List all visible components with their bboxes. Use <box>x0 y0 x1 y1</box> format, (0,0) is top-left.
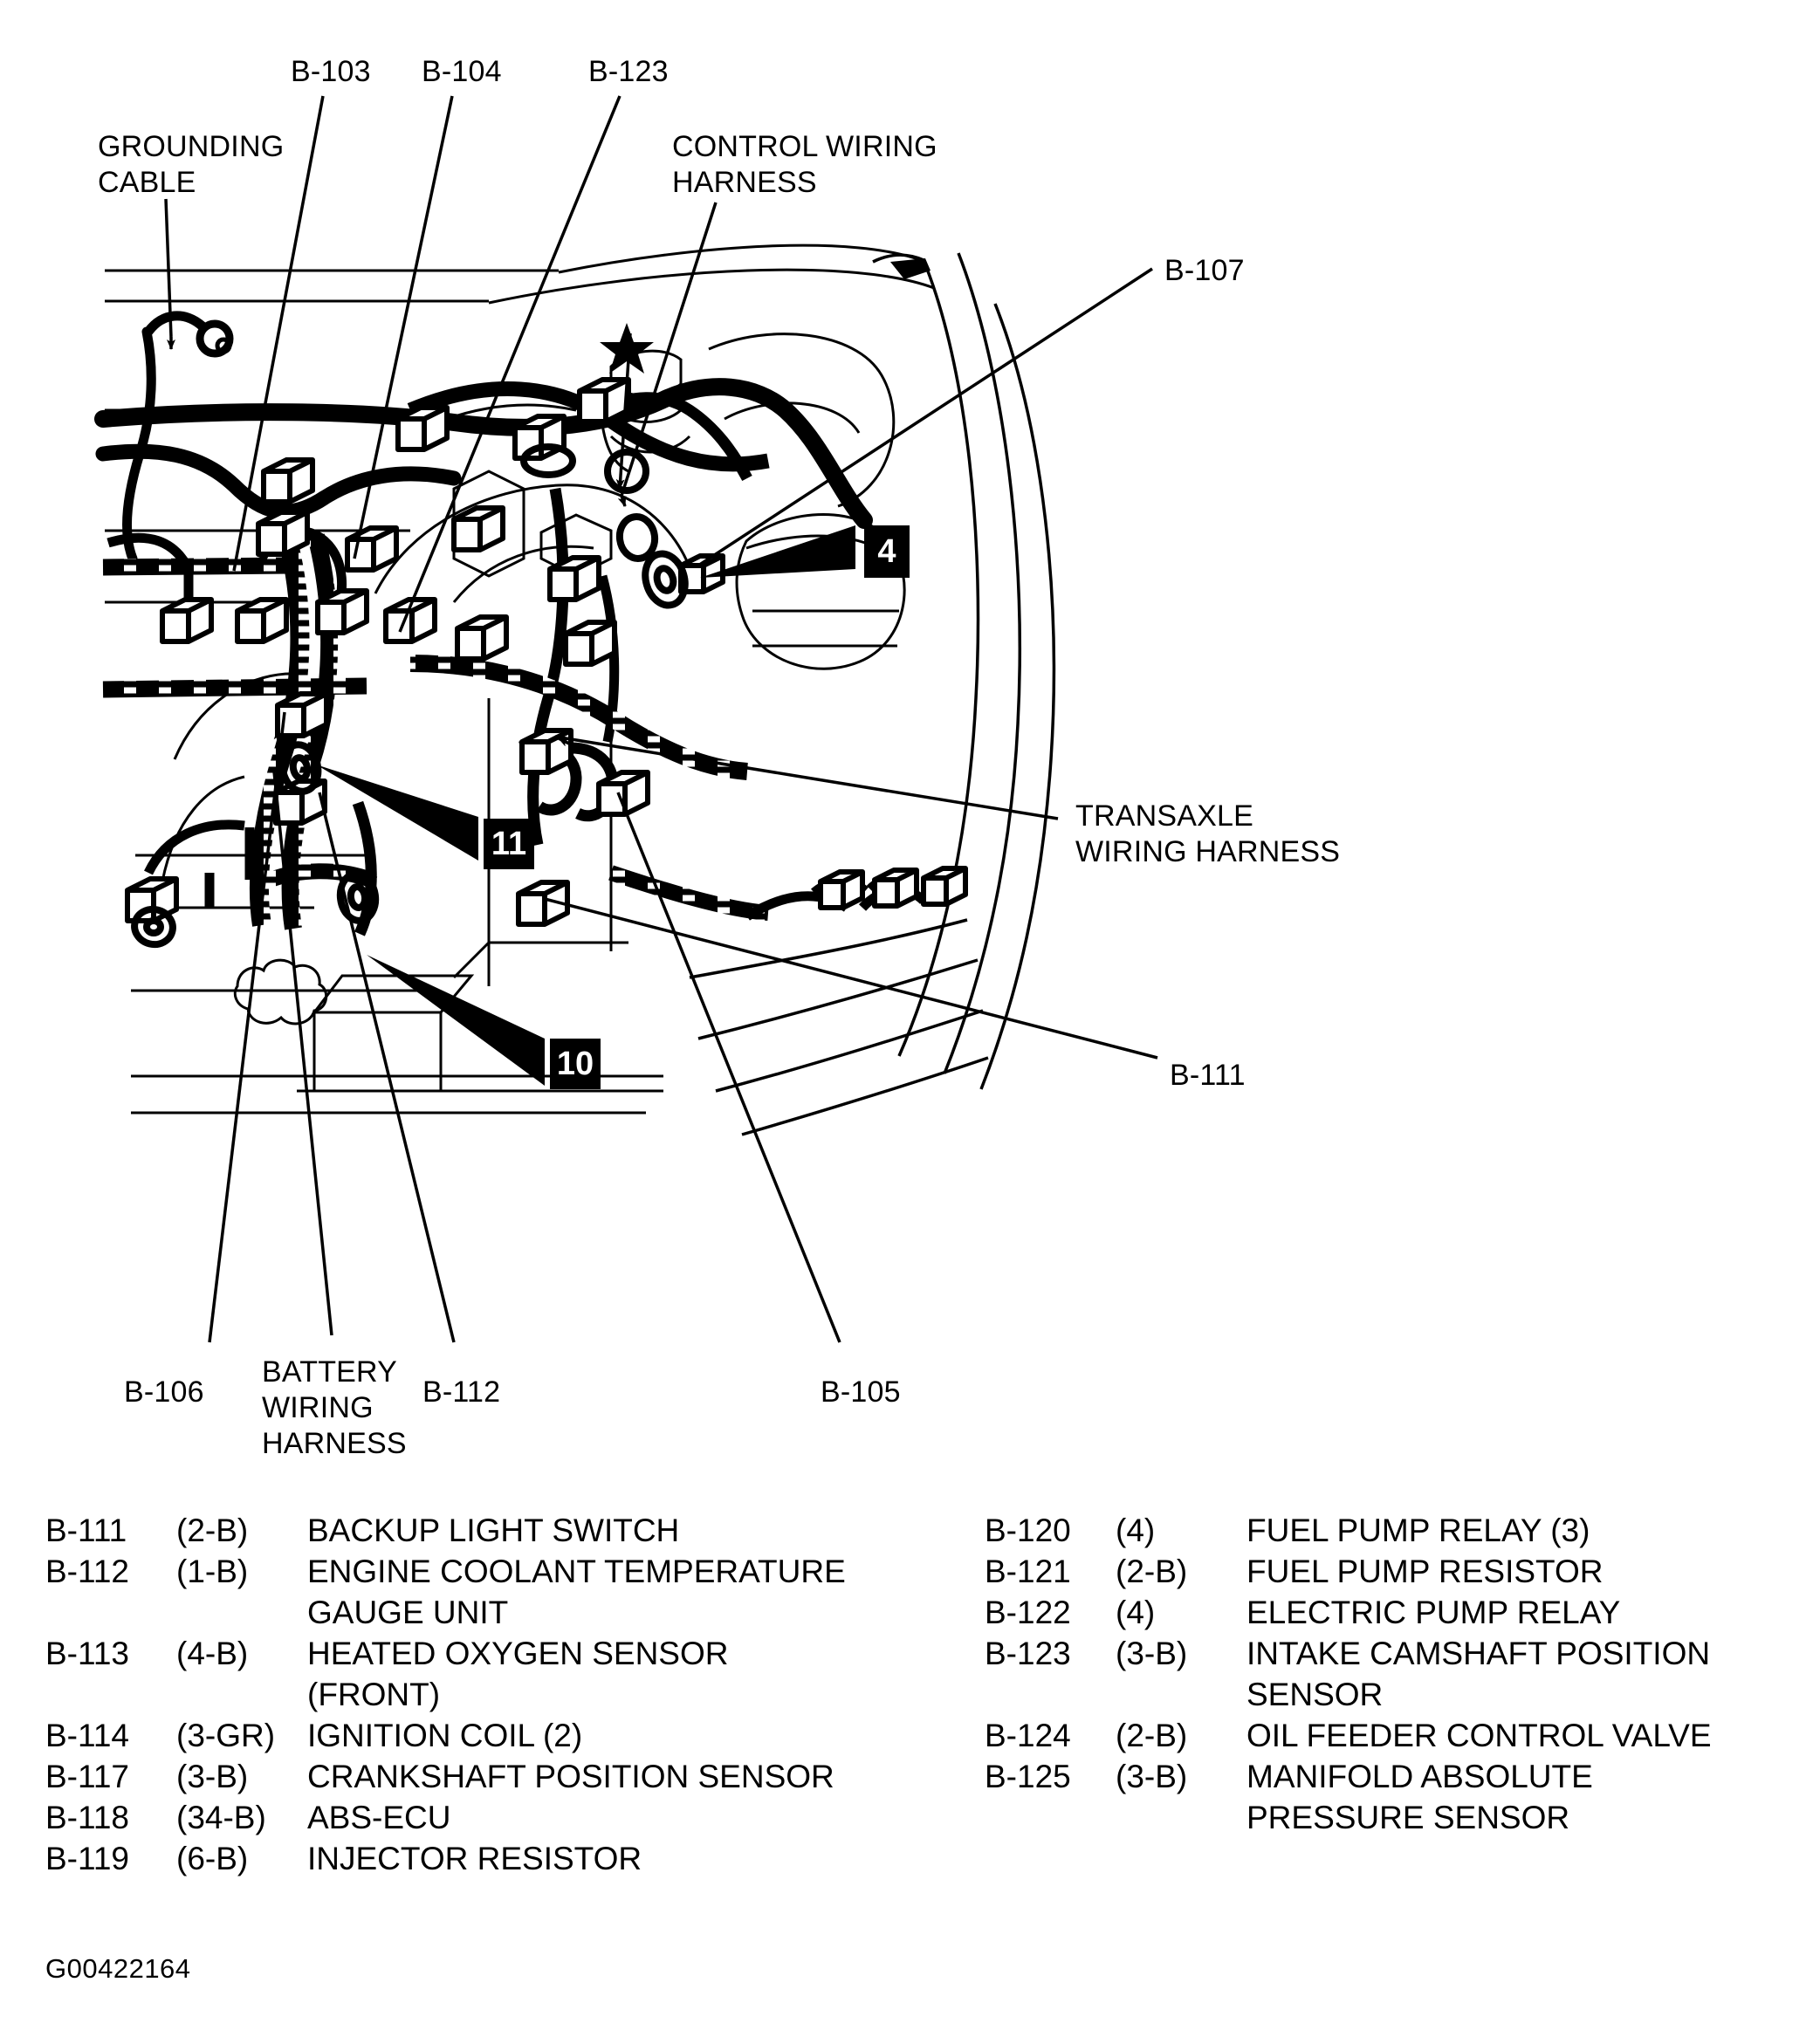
legend-connector-id: B-122 <box>985 1595 1071 1630</box>
legend-description: BACKUP LIGHT SWITCH <box>307 1512 680 1548</box>
label-b-105: B-105 <box>821 1375 901 1409</box>
legend-connector-id: B-121 <box>985 1554 1071 1589</box>
legend-connector-id: B-118 <box>45 1800 129 1835</box>
legend-left-column: B-111 (2-B) BACKUP LIGHT SWITCH B-112 (1… <box>45 1510 901 1879</box>
legend-connector-id: B-123 <box>985 1636 1071 1671</box>
legend-pin-count: (3-B) <box>1116 1636 1188 1671</box>
legend-row: B-114 (3-GR) IGNITION COIL (2) <box>45 1715 901 1756</box>
legend-pin-count: (1-B) <box>176 1554 249 1589</box>
engine-compartment-diagram: GROUNDING CABLE B-103 B-104 B-123 CONTRO… <box>94 55 1341 1460</box>
legend-row-continuation: GAUGE UNIT <box>45 1592 901 1633</box>
legend-pin-count: (2-B) <box>176 1512 249 1548</box>
legend-connector-id: B-124 <box>985 1718 1071 1753</box>
connector-legend: B-111 (2-B) BACKUP LIGHT SWITCH B-112 (1… <box>0 1510 1813 1999</box>
legend-pin-count: (2-B) <box>1116 1718 1188 1753</box>
legend-pin-count: (6-B) <box>176 1841 249 1876</box>
label-grounding-cable: GROUNDING CABLE <box>98 130 285 199</box>
legend-description: INJECTOR RESISTOR <box>307 1841 642 1876</box>
legend-row: B-123 (3-B) INTAKE CAMSHAFT POSITION <box>985 1633 1805 1674</box>
body-panel-outlines <box>105 243 935 1115</box>
label-transaxle-wiring-harness: TRANSAXLE WIRING HARNESS <box>1075 799 1341 868</box>
figure-code: G00422164 <box>45 1953 191 1984</box>
legend-connector-id: B-125 <box>985 1759 1071 1794</box>
legend-description: FUEL PUMP RELAY (3) <box>1246 1512 1590 1548</box>
legend-description: ABS-ECU <box>307 1800 451 1835</box>
label-b-107: B-107 <box>1164 254 1245 287</box>
legend-description-continued: GAUGE UNIT <box>307 1595 509 1630</box>
legend-pin-count: (34-B) <box>176 1800 266 1835</box>
legend-description: MANIFOLD ABSOLUTE <box>1246 1759 1593 1794</box>
label-b-103: B-103 <box>291 55 371 88</box>
legend-pin-count: (3-B) <box>1116 1759 1188 1794</box>
legend-pin-count: (3-GR) <box>176 1718 276 1753</box>
wedge-11 <box>316 765 478 861</box>
diagram-illustration <box>94 95 1158 1343</box>
legend-description: HEATED OXYGEN SENSOR <box>307 1636 729 1671</box>
harness-connectors <box>125 377 968 927</box>
label-b-112: B-112 <box>422 1375 501 1409</box>
legend-row: B-112 (1-B) ENGINE COOLANT TEMPERATURE <box>45 1551 901 1592</box>
section-marker-11[interactable]: 11 <box>484 819 534 869</box>
legend-description: OIL FEEDER CONTROL VALVE <box>1246 1718 1712 1753</box>
ring-terminals <box>131 443 689 949</box>
legend-row-continuation: (FRONT) <box>45 1674 901 1715</box>
legend-row: B-121 (2-B) FUEL PUMP RESISTOR <box>985 1551 1805 1592</box>
legend-description-continued: PRESSURE SENSOR <box>1246 1800 1570 1835</box>
legend-row-continuation: PRESSURE SENSOR <box>985 1797 1805 1838</box>
label-b-106: B-106 <box>124 1375 204 1409</box>
legend-row: B-120 (4) FUEL PUMP RELAY (3) <box>985 1510 1805 1551</box>
legend-right-column: B-120 (4) FUEL PUMP RELAY (3) B-121 (2-B… <box>985 1510 1805 1838</box>
legend-pin-count: (2-B) <box>1116 1554 1188 1589</box>
legend-connector-id: B-112 <box>45 1554 129 1589</box>
fender-wheelarch-outline <box>689 252 1056 1136</box>
legend-description: IGNITION COIL (2) <box>307 1718 583 1753</box>
label-b-104: B-104 <box>422 55 502 88</box>
section-marker-4[interactable]: 4 <box>864 525 910 578</box>
wedge-4 <box>700 525 855 578</box>
legend-pin-count: (4-B) <box>176 1636 249 1671</box>
legend-connector-id: B-114 <box>45 1718 129 1753</box>
legend-row: B-125 (3-B) MANIFOLD ABSOLUTE <box>985 1756 1805 1797</box>
legend-row: B-111 (2-B) BACKUP LIGHT SWITCH <box>45 1510 901 1551</box>
legend-pin-count: (3-B) <box>176 1759 249 1794</box>
legend-row: B-113 (4-B) HEATED OXYGEN SENSOR <box>45 1633 901 1674</box>
legend-description: CRANKSHAFT POSITION SENSOR <box>307 1759 834 1794</box>
label-control-wiring-harness: CONTROL WIRING HARNESS <box>672 130 937 199</box>
label-b-111: B-111 <box>1170 1059 1246 1092</box>
legend-row: B-122 (4) ELECTRIC PUMP RELAY <box>985 1592 1805 1633</box>
legend-description: FUEL PUMP RESISTOR <box>1246 1554 1604 1589</box>
section-marker-10[interactable]: 10 <box>550 1039 601 1089</box>
legend-connector-id: B-113 <box>45 1636 129 1671</box>
legend-connector-id: B-117 <box>45 1759 129 1794</box>
legend-pin-count: (4) <box>1116 1595 1156 1630</box>
legend-connector-id: B-120 <box>985 1512 1071 1548</box>
legend-description: ENGINE COOLANT TEMPERATURE <box>307 1554 846 1589</box>
legend-row: B-118 (34-B) ABS-ECU <box>45 1797 901 1838</box>
wedge-10 <box>367 955 545 1086</box>
legend-row-continuation: SENSOR <box>985 1674 1805 1715</box>
label-battery-wiring-harness: BATTERY WIRING HARNESS <box>262 1355 407 1460</box>
legend-description-continued: SENSOR <box>1246 1677 1384 1712</box>
leader-lines <box>164 95 1158 1343</box>
legend-description-continued: (FRONT) <box>307 1677 441 1712</box>
legend-row: B-117 (3-B) CRANKSHAFT POSITION SENSOR <box>45 1756 901 1797</box>
label-b-123-top: B-123 <box>588 55 669 88</box>
star-icon <box>600 323 654 374</box>
legend-row: B-119 (6-B) INJECTOR RESISTOR <box>45 1838 901 1879</box>
legend-connector-id: B-111 <box>45 1512 127 1548</box>
legend-description: ELECTRIC PUMP RELAY <box>1246 1595 1621 1630</box>
legend-connector-id: B-119 <box>45 1841 129 1876</box>
legend-pin-count: (4) <box>1116 1512 1156 1548</box>
legend-row: B-124 (2-B) OIL FEEDER CONTROL VALVE <box>985 1715 1805 1756</box>
section-pointer-wedges <box>316 525 855 1086</box>
legend-description: INTAKE CAMSHAFT POSITION <box>1246 1636 1711 1671</box>
